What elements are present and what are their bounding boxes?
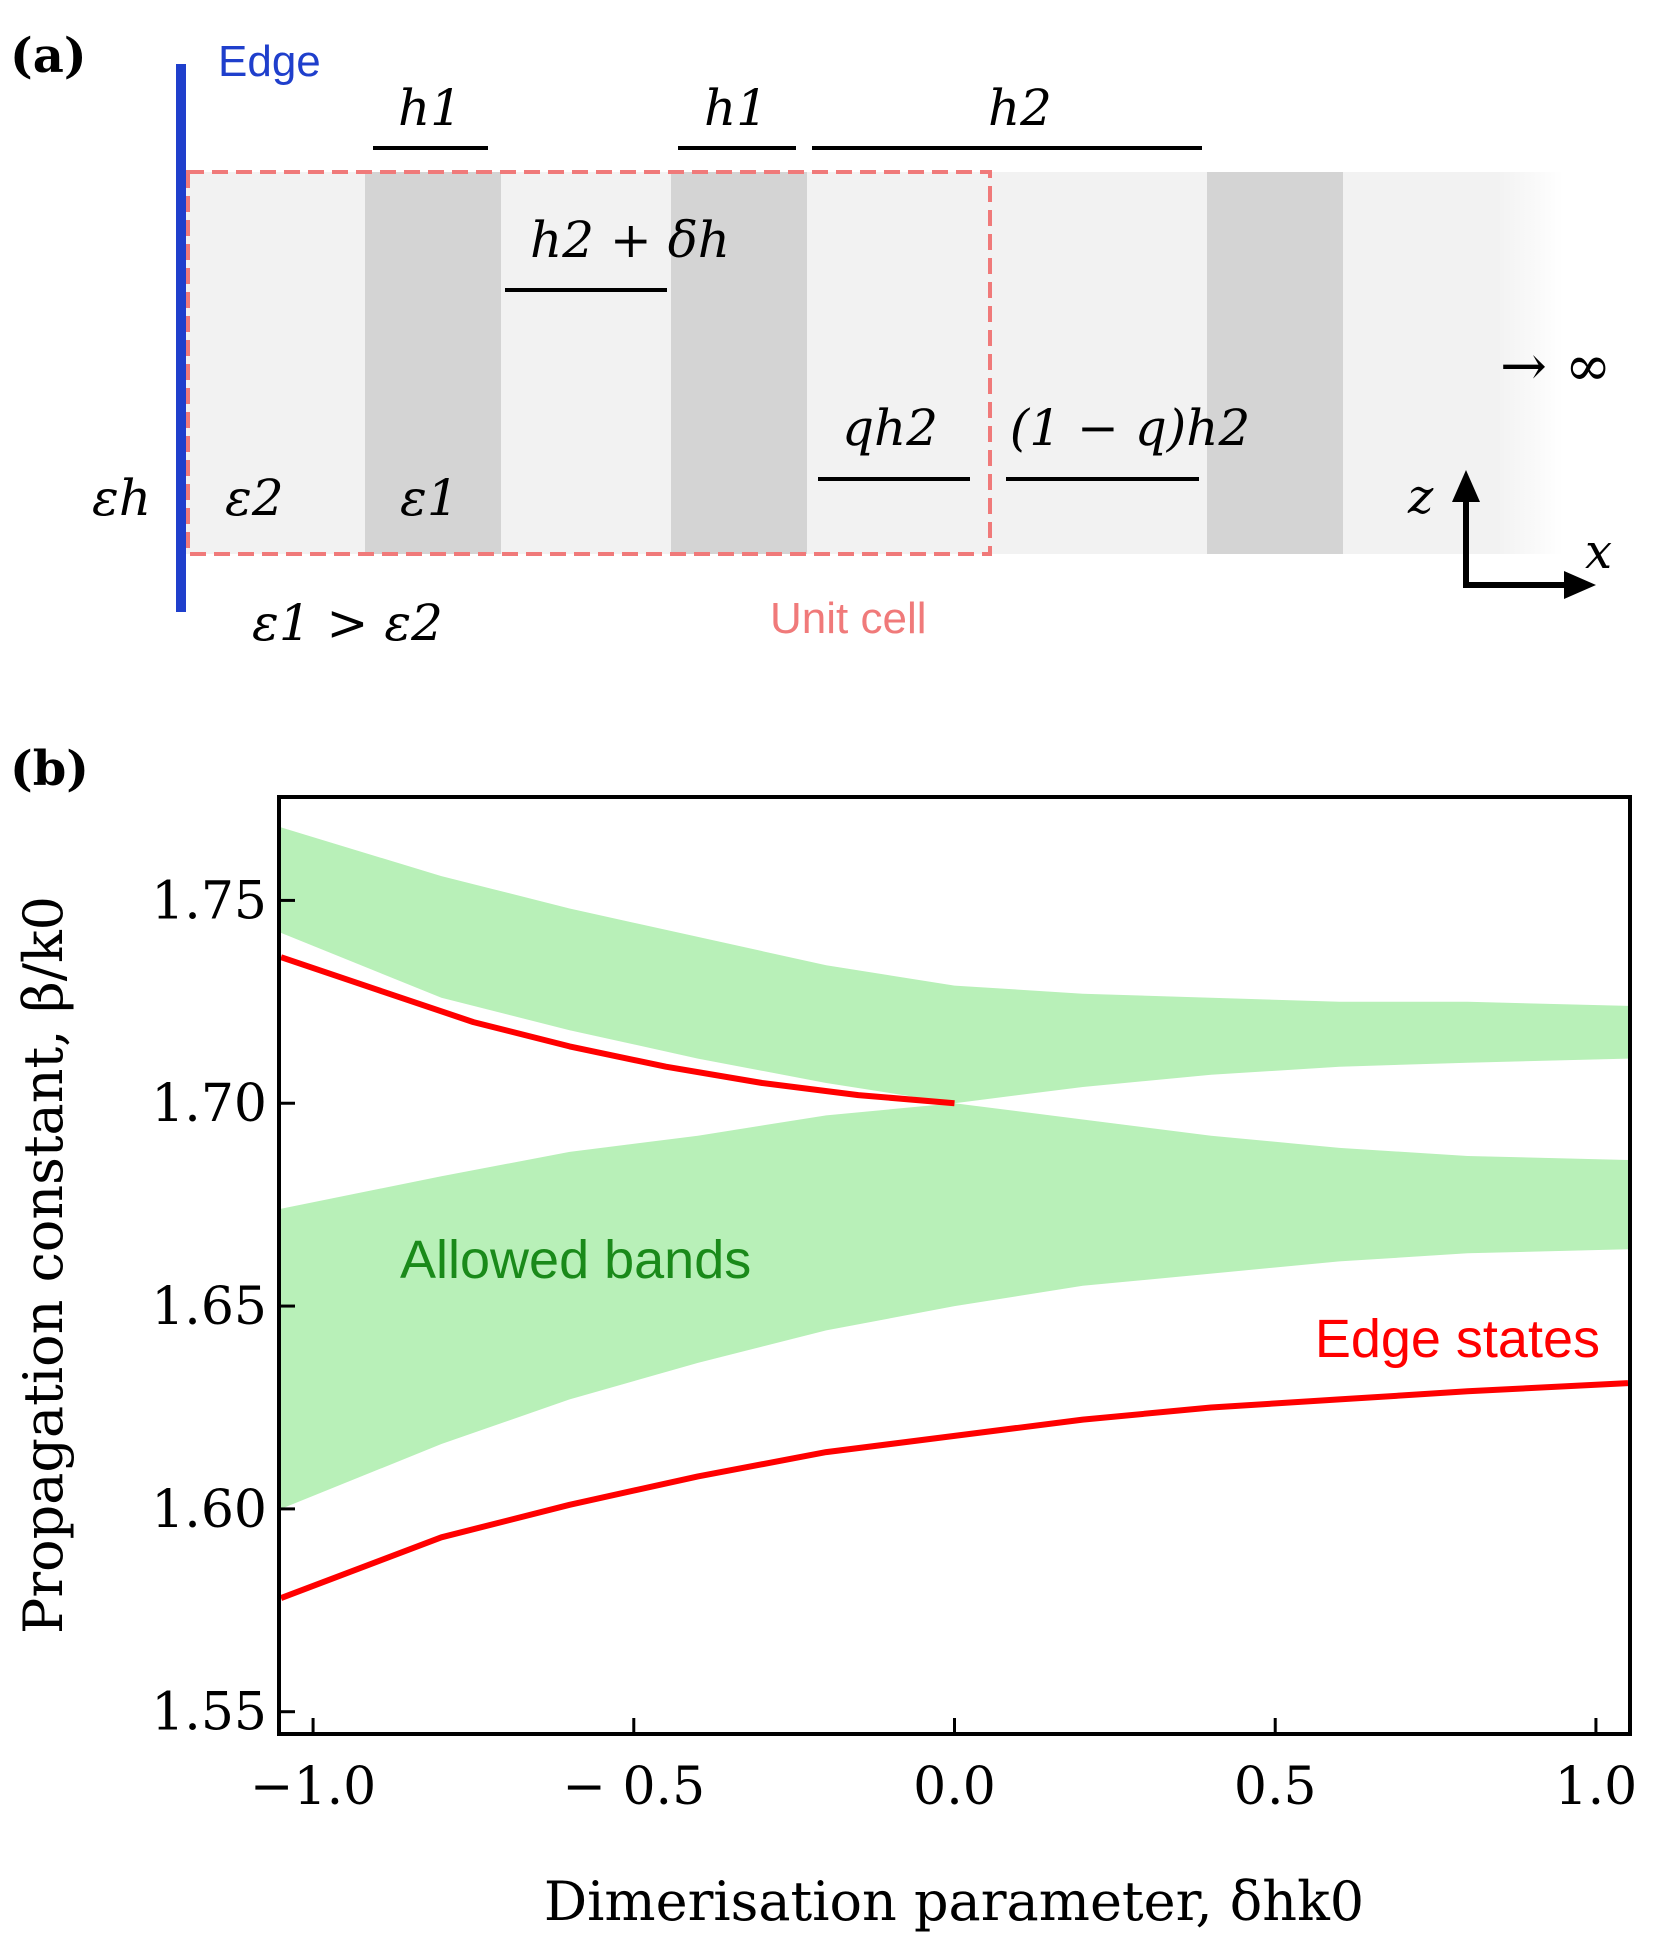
unit-cell-label: Unit cell bbox=[770, 594, 927, 643]
z-arrow-icon bbox=[1452, 470, 1480, 502]
panel-a-label: (a) bbox=[10, 28, 87, 84]
ticks-layer: −1.0 − 0.5 0.0 0.5 1.0 1.55 1.60 1.65 1.70 1.75 bbox=[151, 871, 1637, 1817]
allowed-band-1 bbox=[281, 827, 1628, 1104]
h1-label: h1 bbox=[704, 79, 768, 137]
layer-eps1 bbox=[671, 172, 807, 554]
edge-states-annotation: Edge states bbox=[1315, 1309, 1600, 1369]
panel-b-label: (b) bbox=[10, 741, 89, 797]
layer-eps1 bbox=[1207, 172, 1343, 554]
series-layer bbox=[279, 954, 1629, 1601]
x-tick-label: 0.0 bbox=[913, 1757, 996, 1817]
plot-area: Allowed bands Edge states −1.0 − 0.5 0.0 0.… bbox=[151, 795, 1637, 1817]
x-tick-label: 1.0 bbox=[1555, 1757, 1638, 1817]
unit-cell-box bbox=[186, 170, 992, 556]
edge-state-curve-1 bbox=[280, 954, 955, 1107]
z-axis-label: z bbox=[1407, 469, 1434, 525]
y-tick-label: 1.55 bbox=[151, 1683, 267, 1743]
x-axis-label: x bbox=[1585, 524, 1612, 580]
edge-state-curve-2 bbox=[279, 1380, 1629, 1601]
x-tick-label: − 0.5 bbox=[562, 1757, 705, 1817]
y-tick-label: 1.65 bbox=[151, 1277, 267, 1337]
x-tick-label: −1.0 bbox=[250, 1757, 376, 1817]
layer-eps2 bbox=[185, 172, 365, 554]
allowed-bands-annotation: Allowed bands bbox=[400, 1230, 751, 1290]
edge-label: Edge bbox=[218, 37, 321, 86]
y-tick-label: 1.70 bbox=[151, 1074, 267, 1134]
bands-layer bbox=[281, 827, 1628, 1509]
layer-eps1 bbox=[365, 172, 501, 554]
h1-label: h1 bbox=[398, 79, 462, 137]
eps1-label: ε1 bbox=[400, 469, 459, 527]
y-tick-label: 1.60 bbox=[151, 1480, 267, 1540]
layer-eps2 bbox=[501, 172, 671, 554]
layer-fade bbox=[1343, 172, 1563, 554]
eps2-label: ε2 bbox=[225, 469, 284, 527]
allowed-band-2 bbox=[281, 1103, 1628, 1509]
layer-eps2 bbox=[807, 172, 1207, 554]
x-arrow-icon bbox=[1564, 571, 1596, 599]
x-tick-label: 0.5 bbox=[1234, 1757, 1317, 1817]
qh2-label: qh2 bbox=[842, 399, 938, 457]
eps-h-label: εh bbox=[92, 469, 151, 527]
one-minus-q-label: (1 − q)h2 bbox=[1010, 399, 1251, 457]
h2-label: h2 bbox=[988, 79, 1052, 137]
plot-frame bbox=[277, 795, 1632, 1736]
infinity-label: → ∞ bbox=[1500, 334, 1611, 399]
inequality-label: ε1 > ε2 bbox=[252, 594, 443, 652]
y-tick-label: 1.75 bbox=[151, 871, 267, 931]
y-axis-title: Propagation constant, β/k0 bbox=[12, 896, 75, 1634]
h2-dh-label: h2 + δh bbox=[530, 211, 730, 269]
x-axis-title: Dimerisation parameter, δhk0 bbox=[544, 1870, 1364, 1933]
